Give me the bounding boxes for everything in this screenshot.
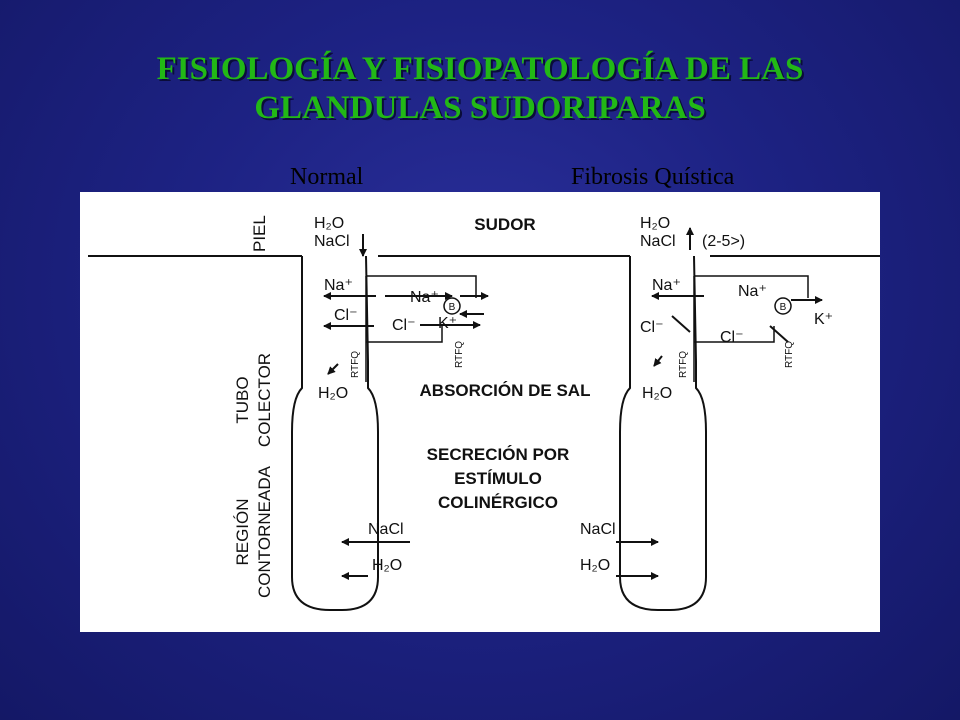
gland-outline-normal <box>291 255 379 611</box>
fq-pump-b <box>774 297 792 315</box>
normal-rtfq-b: RTFQ <box>454 341 465 368</box>
normal-pump-b-label: B <box>449 302 456 313</box>
label-colector: COLECTOR <box>255 353 274 447</box>
fq-cl-pathway <box>694 326 775 343</box>
normal-nacl-low: NaCl <box>368 521 404 538</box>
column-label-normal: Normal <box>290 164 364 190</box>
fq-na-pathway <box>694 275 809 298</box>
fq-transport: H₂O NaCl (2-5>) Na⁺ Na⁺ B K⁺ Cl⁻ Cl⁻ RTF… <box>580 215 833 580</box>
normal-k: K⁺ <box>438 315 457 332</box>
fq-cl-blocked-left <box>671 315 691 333</box>
label-sudor: SUDOR <box>474 215 535 234</box>
title-line-2: GLANDULAS SUDORIPARAS <box>254 90 706 126</box>
fq-h2o-low: H₂O <box>580 557 610 574</box>
normal-cl-pathway <box>366 326 443 343</box>
normal-na-pathway <box>366 275 477 298</box>
label-secrecion-1: SECRECIÓN POR <box>427 445 570 464</box>
normal-rtfq-a: RTFQ <box>350 351 361 378</box>
label-secrecion-2: ESTÍMULO <box>454 469 542 488</box>
slide-title: FISIOLOGÍA Y FISIOPATOLOGÍA DE LAS GLAND… <box>40 50 920 128</box>
normal-pump-b <box>443 297 461 315</box>
normal-h2o-top: H₂O <box>314 215 344 232</box>
diagram-svg: PIEL TUBO COLECTOR REGIÓN CONTORNEADA SU… <box>88 215 880 611</box>
fq-k: K⁺ <box>814 311 833 328</box>
fq-h2o-top: H₂O <box>640 215 670 232</box>
fq-h2o-mid: H₂O <box>642 385 672 402</box>
fq-cl-right: Cl⁻ <box>720 329 744 346</box>
label-secrecion-3: COLINÉRGICO <box>438 493 558 512</box>
gland-outline-fq <box>619 255 707 611</box>
normal-nacl-top: NaCl <box>314 233 350 250</box>
normal-h2o-low: H₂O <box>372 557 402 574</box>
normal-na-right: Na⁺ <box>410 289 439 306</box>
label-contorneada: CONTORNEADA <box>255 465 274 598</box>
normal-transport: H₂O NaCl Na⁺ Na⁺ B K⁺ Cl⁻ Cl⁻ RTFQ RTFQ … <box>314 215 489 580</box>
fq-nacl-top: NaCl <box>640 233 676 250</box>
fq-ratio: (2-5>) <box>702 233 745 250</box>
fq-na-left: Na⁺ <box>652 277 681 294</box>
normal-h2o-mid: H₂O <box>318 385 348 402</box>
fq-rtfq-a: RTFQ <box>678 351 689 378</box>
normal-h2o-arrow <box>327 363 339 375</box>
fq-nacl-low: NaCl <box>580 521 616 538</box>
normal-cl-right: Cl⁻ <box>392 317 416 334</box>
title-line-1: FISIOLOGÍA Y FISIOPATOLOGÍA DE LAS <box>156 51 804 87</box>
fq-na-right: Na⁺ <box>738 283 767 300</box>
fq-pump-b-label: B <box>780 302 787 313</box>
normal-na-left: Na⁺ <box>324 277 353 294</box>
fq-cl-blocked-right <box>769 325 789 343</box>
label-piel: PIEL <box>250 215 269 252</box>
label-region: REGIÓN <box>233 498 252 565</box>
fq-h2o-arrow <box>653 355 663 367</box>
fq-cl-left: Cl⁻ <box>640 319 664 336</box>
side-labels: PIEL TUBO COLECTOR REGIÓN CONTORNEADA <box>233 215 274 598</box>
normal-cl-left: Cl⁻ <box>334 307 358 324</box>
column-label-fibrosis: Fibrosis Quística <box>571 164 735 190</box>
label-tubo: TUBO <box>233 376 252 423</box>
label-absorcion: ABSORCIÓN DE SAL <box>420 381 591 400</box>
fq-rtfq-b: RTFQ <box>784 341 795 368</box>
sweat-gland-diagram: PIEL TUBO COLECTOR REGIÓN CONTORNEADA SU… <box>80 192 880 632</box>
